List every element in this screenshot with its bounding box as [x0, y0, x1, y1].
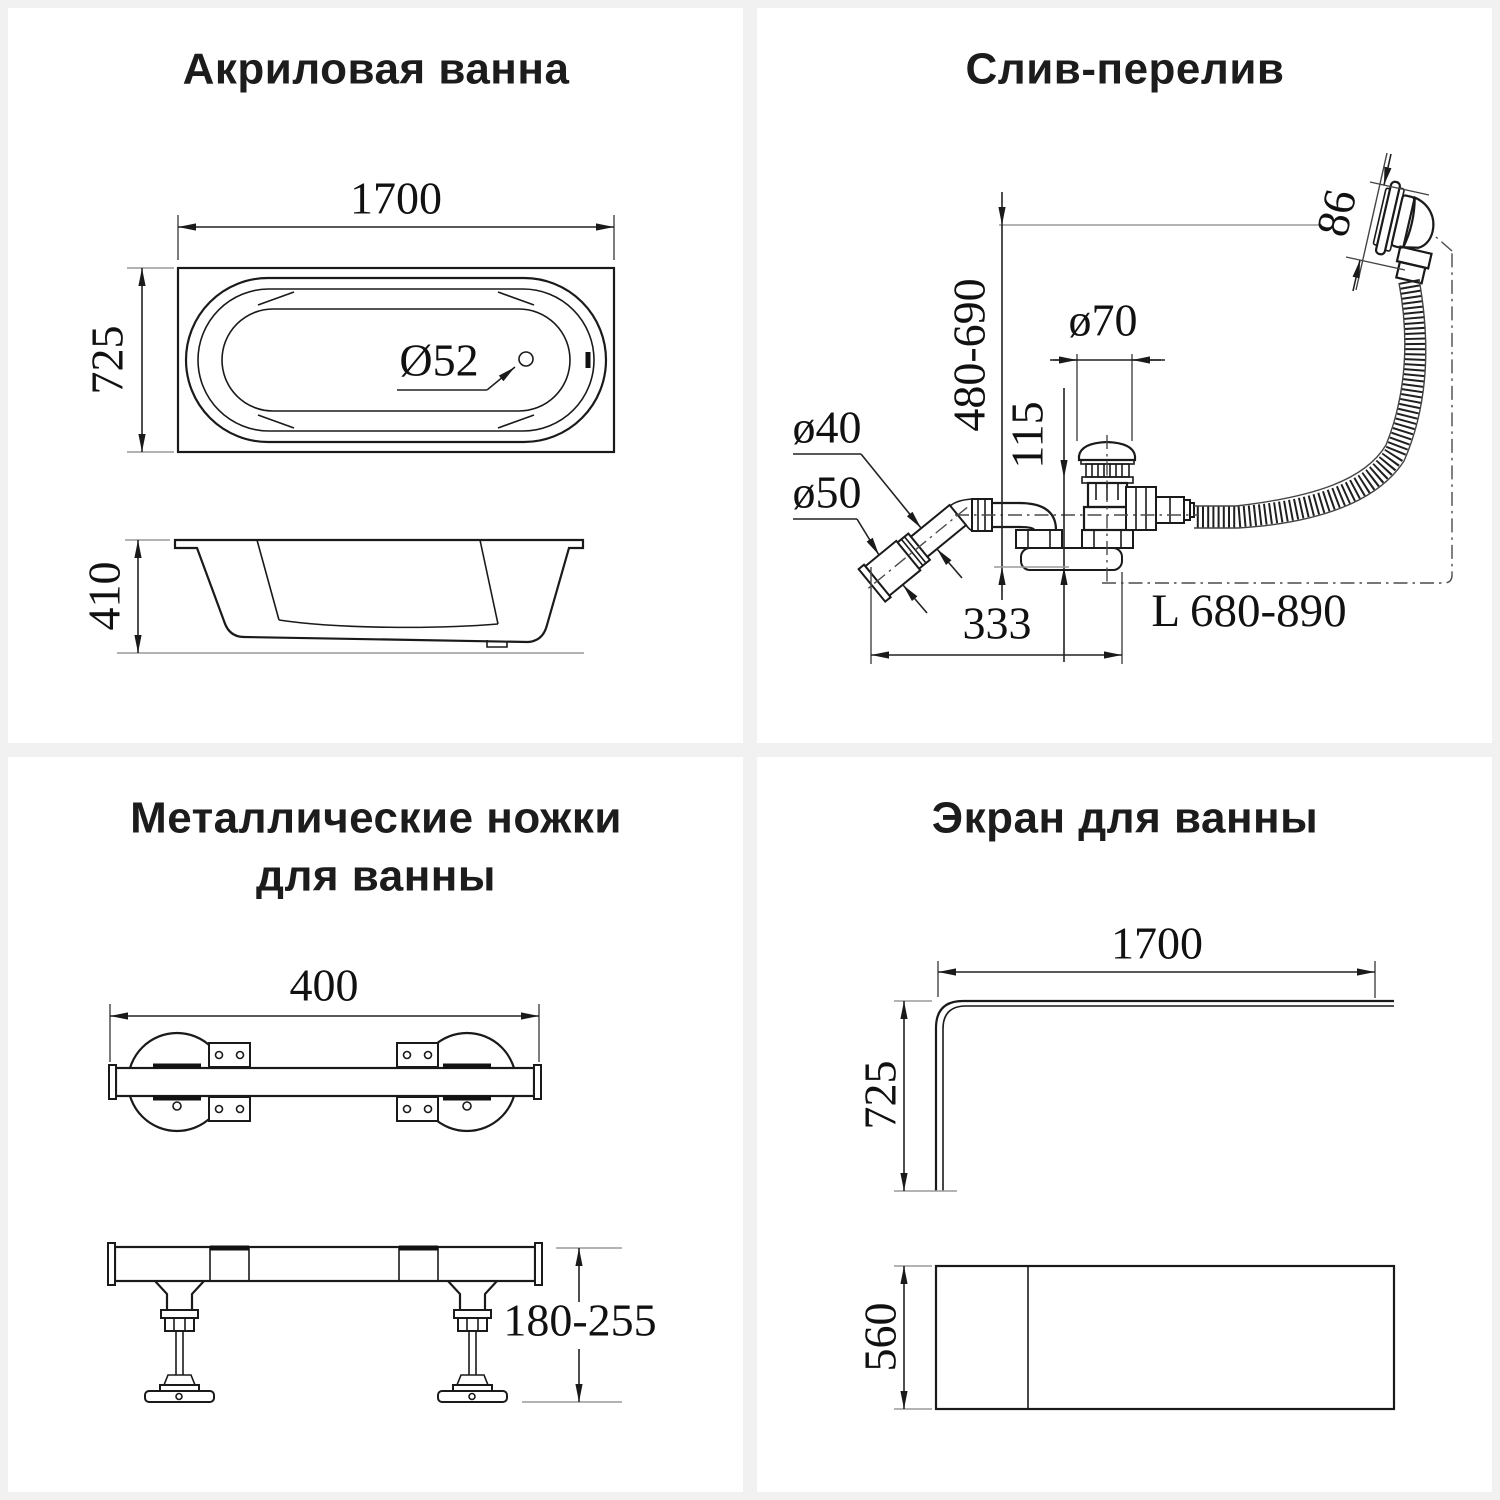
bathtub-length-dimension: 1700 [177, 173, 615, 260]
legs-title-line2: для ванны [256, 852, 496, 901]
legs-height-dimension: 180-255 [503, 1247, 657, 1403]
panel-overflow: Слив-перелив [757, 8, 1492, 743]
height-label: 410 [79, 562, 130, 631]
legs-drawing: Металлические ножки для ванны [107, 794, 657, 1403]
screen-panel-height-dimension: 560 [855, 1265, 932, 1410]
bathtub-width-dimension: 725 [82, 267, 174, 453]
overflow-height-range-dimension: 480-690 [944, 192, 1322, 600]
drain-height-label: 115 [1002, 401, 1053, 468]
length-label: 1700 [350, 173, 442, 224]
screen-front-view [934, 1264, 1396, 1411]
overflow-title: Слив-перелив [966, 45, 1285, 94]
screen-title: Экран для ванны [932, 794, 1318, 843]
hose-length-label: L 680-890 [1151, 585, 1346, 637]
drain-cap-diameter-dimension: ø70 [1050, 295, 1165, 441]
pipe-d40-label: ø40 [793, 402, 862, 453]
width-label: 725 [82, 326, 133, 395]
pipe-d50-label: ø50 [793, 467, 862, 518]
drain-height-dimension: 115 [994, 388, 1069, 662]
bathtub-top-view [176, 266, 616, 454]
panel-screen: Экран для ванны 1700 725 [757, 757, 1492, 1492]
bathtub-title: Акриловая ванна [183, 45, 570, 94]
screen-profile-view [934, 999, 1394, 1191]
panel-legs: Металлические ножки для ванны [8, 757, 743, 1492]
screen-height-label: 725 [855, 1061, 906, 1130]
drain-diameter-label: Ø52 [399, 335, 478, 386]
height-range-label: 480-690 [944, 278, 995, 431]
screen-drawing: Экран для ванны 1700 725 [855, 794, 1396, 1411]
drain-cap-diameter-label: ø70 [1069, 295, 1138, 346]
head-size-dimension: 86 [1306, 152, 1430, 292]
bathtub-height-dimension: 410 [79, 539, 170, 653]
pipe-d50-callout: ø50 [793, 467, 928, 614]
horizontal-offset-label: 333 [963, 598, 1032, 649]
adjustable-foot-right [437, 1280, 508, 1403]
horizontal-offset-dimension: 333 [870, 567, 1123, 664]
legs-top-view [108, 1031, 542, 1133]
adjustable-foot-left [144, 1280, 215, 1403]
bathtub-drawing: Акриловая ванна Ø52 [79, 45, 616, 654]
pipe-d40-callout: ø40 [793, 402, 963, 579]
hose-extended-reference [1102, 236, 1453, 584]
overflow-head [1372, 180, 1435, 285]
screen-height-dimension: 725 [855, 1000, 957, 1192]
panel-bathtub: Акриловая ванна Ø52 [8, 8, 743, 743]
screen-length-dimension: 1700 [937, 918, 1376, 998]
bathtub-side-view [117, 538, 585, 654]
legs-height-label: 180-255 [503, 1295, 656, 1346]
screen-length-label: 1700 [1111, 918, 1203, 969]
legs-length-dimension: 400 [109, 960, 540, 1062]
legs-side-view [107, 1242, 543, 1403]
head-size-label: 86 [1306, 185, 1366, 241]
overflow-hose [1194, 278, 1427, 529]
screen-panel-height-label: 560 [855, 1303, 906, 1372]
bathtub-drain-callout: Ø52 [397, 335, 516, 391]
overflow-drawing: Слив-перелив [793, 45, 1453, 664]
legs-title-line1: Металлические ножки [130, 794, 622, 843]
legs-length-label: 400 [290, 960, 359, 1011]
